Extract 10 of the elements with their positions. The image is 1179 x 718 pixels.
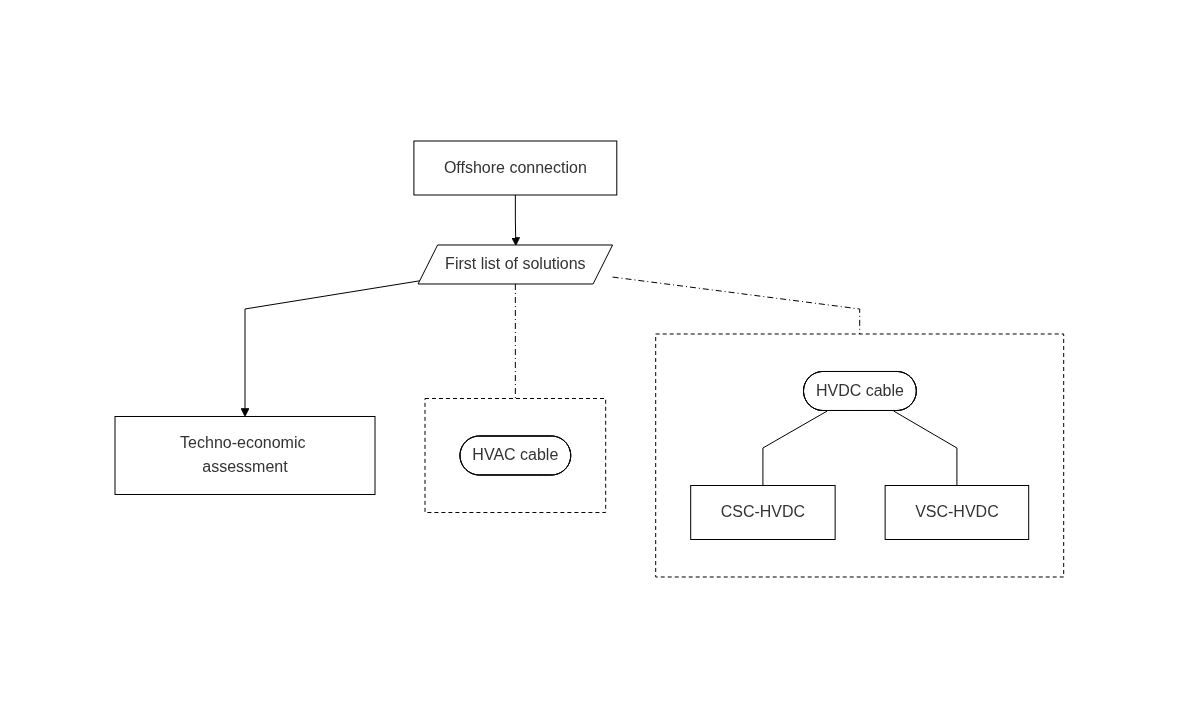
node-box: Offshore connection <box>413 140 618 196</box>
connector <box>762 410 828 486</box>
cluster <box>424 398 607 513</box>
cluster <box>655 333 1065 578</box>
arrow <box>240 280 422 417</box>
connector <box>893 410 958 486</box>
node-box: CSC-HVDC <box>690 485 836 540</box>
arrow <box>511 194 521 246</box>
node-box: Techno-economic assessment <box>114 416 376 495</box>
node-box: VSC-HVDC <box>884 485 1030 540</box>
